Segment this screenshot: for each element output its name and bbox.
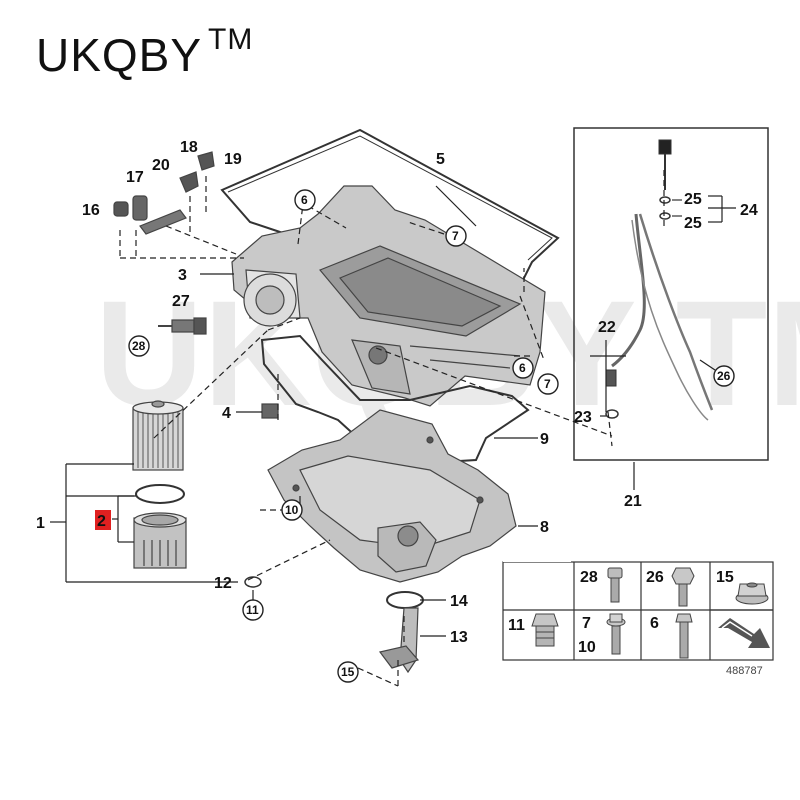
long-bolt-icon	[675, 613, 693, 659]
callout-16: 16	[82, 202, 100, 219]
callout-20: 20	[152, 157, 170, 174]
pressure-sensor-27	[158, 317, 207, 335]
circle-15	[337, 661, 359, 683]
circle-7-right-label: 7	[544, 377, 551, 391]
legend-label-10: 10	[578, 639, 596, 656]
sensor-4	[261, 403, 279, 419]
circle-6-right	[512, 357, 534, 379]
circled-callouts	[128, 189, 735, 683]
legend-label-26: 26	[646, 569, 664, 586]
flange-nut-icon	[735, 582, 769, 605]
circle-28-label: 28	[132, 339, 146, 353]
upper-oil-pan	[231, 185, 546, 407]
dipstick-group-frame	[573, 127, 769, 461]
callout-4: 4	[222, 405, 231, 422]
callout-19: 19	[224, 151, 242, 168]
callout-12: 12	[214, 575, 232, 592]
callout-22: 22	[598, 319, 616, 336]
trademark-mark: TM	[208, 22, 254, 56]
hex-bolt-icon	[671, 567, 695, 607]
callout-1: 1	[36, 515, 45, 532]
callout-13: 13	[450, 629, 468, 646]
circle-15-label: 15	[341, 665, 355, 679]
callout-23: 23	[574, 409, 592, 426]
circle-10	[281, 499, 303, 521]
diagram-number: 488787	[726, 665, 763, 677]
legend-label-6: 6	[650, 615, 659, 632]
sensor-assembly	[113, 151, 215, 235]
circle-26-label: 26	[717, 369, 731, 383]
callout-25-lower: 25	[684, 215, 702, 232]
brand-name: UKQBY	[36, 29, 203, 81]
o-ring-14	[386, 591, 424, 609]
leader-lines	[50, 185, 736, 637]
callout-18: 18	[180, 139, 198, 156]
circle-6-top-label: 6	[301, 193, 308, 207]
oil-filter	[132, 400, 184, 471]
oil-filter-cover	[133, 512, 187, 569]
legend-label-7: 7	[582, 615, 591, 632]
callout-5: 5	[436, 151, 445, 168]
legend-label-11: 11	[508, 617, 525, 634]
callout-17: 17	[126, 169, 144, 186]
legend-label-15: 15	[716, 569, 734, 586]
callout-25-upper: 25	[684, 191, 702, 208]
callout-3: 3	[178, 267, 187, 284]
callout-27: 27	[172, 293, 190, 310]
callout-24: 24	[740, 202, 758, 219]
filter-o-ring	[135, 484, 185, 504]
direction-arrow-icon	[718, 618, 770, 648]
oil-level-sensor-13	[378, 607, 420, 674]
callout-21: 21	[624, 493, 642, 510]
dipstick	[605, 139, 714, 421]
callout-14: 14	[450, 593, 468, 610]
socket-bolt-icon	[607, 567, 623, 603]
legend-label-28: 28	[580, 569, 598, 586]
callout-2-highlighted: 2	[97, 513, 106, 530]
dashed-guide-lines	[119, 170, 665, 687]
circle-6-top	[294, 189, 316, 211]
drain-washer-12	[244, 576, 262, 588]
flange-bolt-icon	[606, 613, 626, 655]
circle-28	[128, 335, 150, 357]
highlight-box	[95, 510, 111, 530]
circle-10-label: 10	[285, 503, 299, 517]
circle-7-top-label: 7	[452, 229, 459, 243]
circle-6-right-label: 6	[519, 361, 526, 375]
circle-26	[713, 365, 735, 387]
callout-9: 9	[540, 431, 549, 448]
circle-7-right	[537, 373, 559, 395]
callout-8: 8	[540, 519, 549, 536]
circle-7-top	[445, 225, 467, 247]
washer-marks-25	[672, 199, 682, 217]
lower-gasket	[260, 334, 530, 464]
circle-11-label: 11	[246, 603, 259, 617]
lower-oil-pan	[267, 409, 517, 583]
drain-plug-icon	[531, 613, 559, 647]
